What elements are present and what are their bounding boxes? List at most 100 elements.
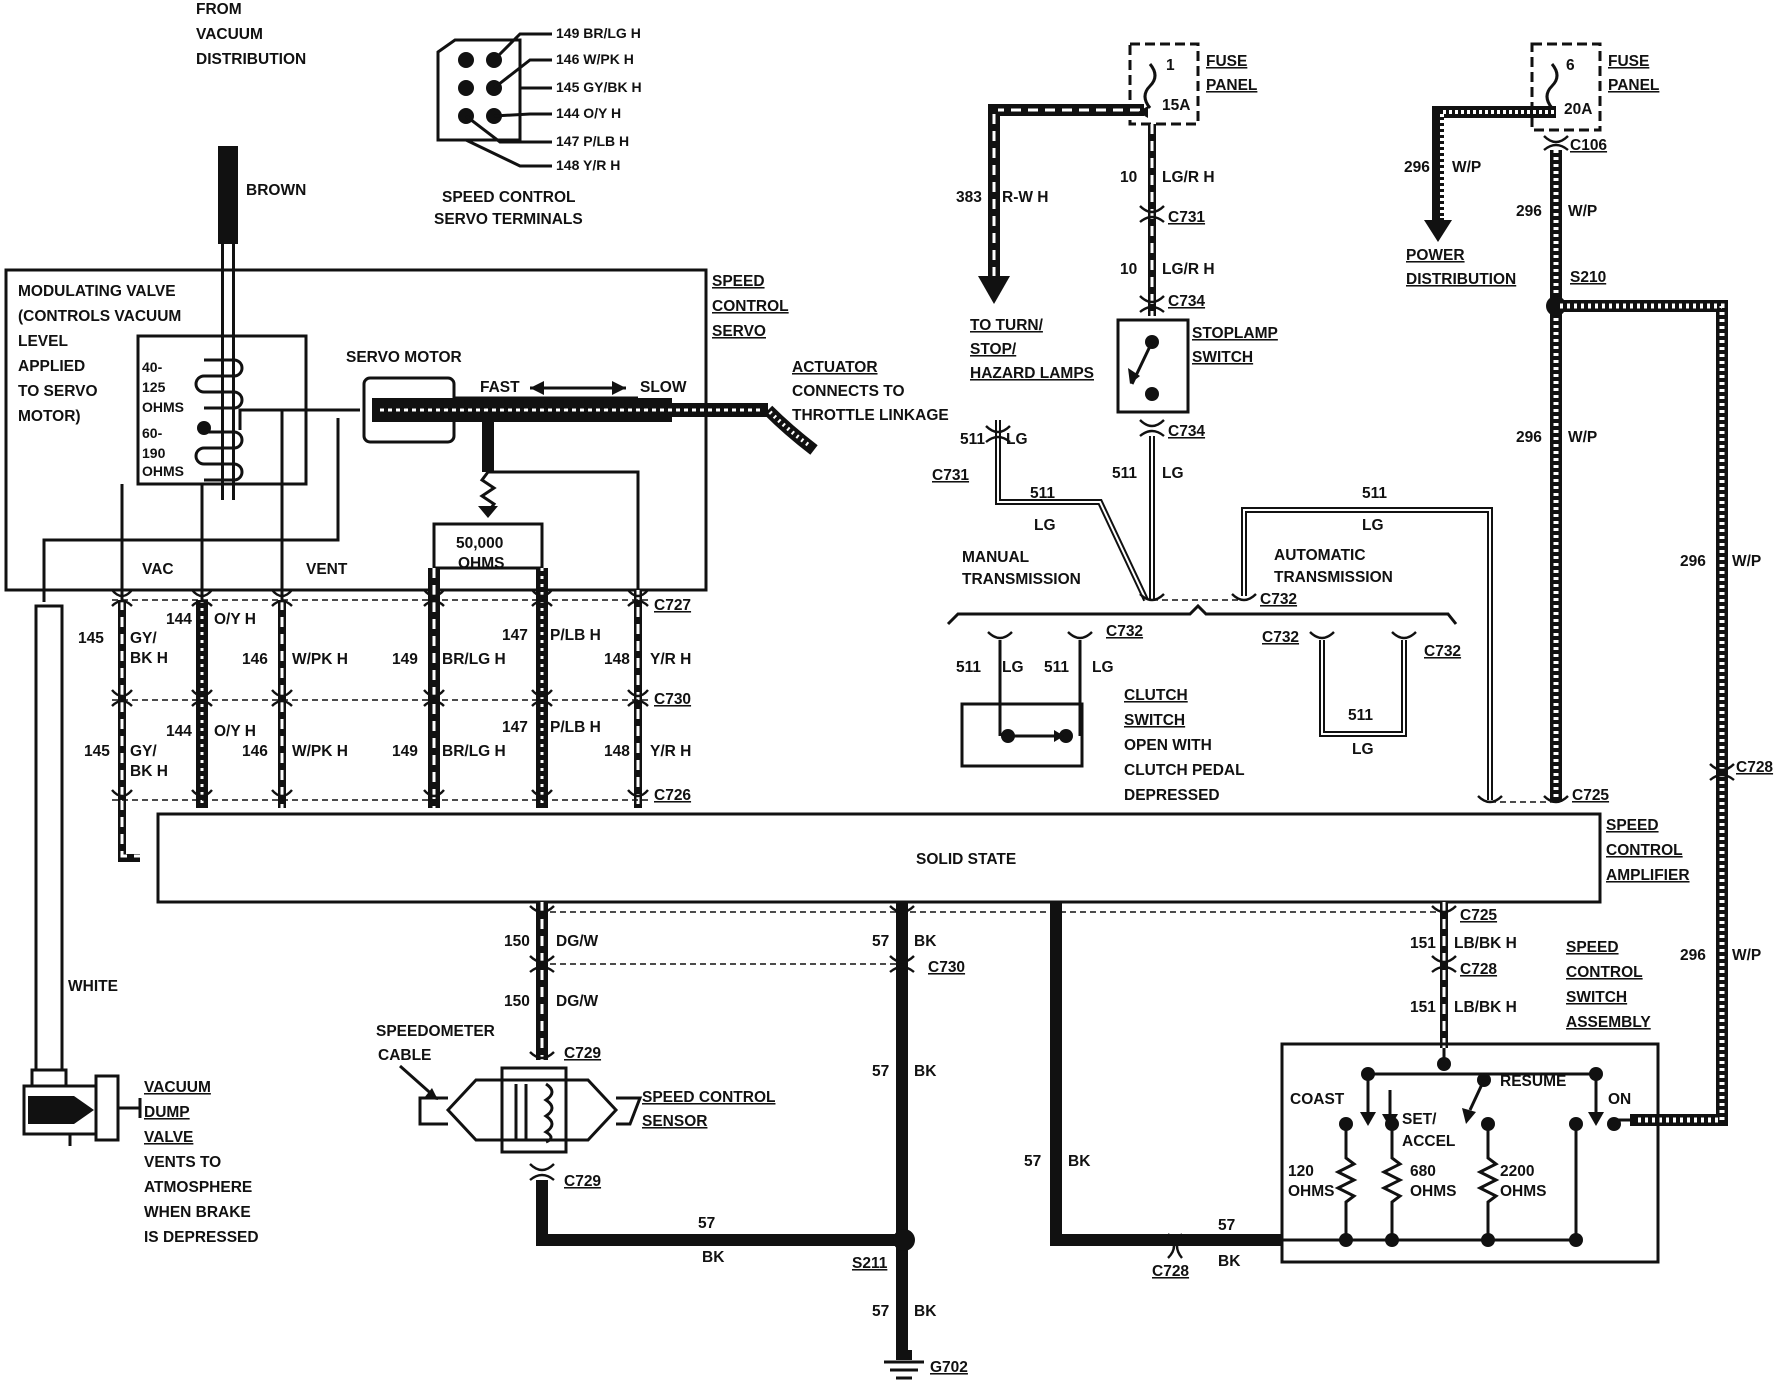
servo-terminals-connector: 149 BR/LG H 146 W/PK H 145 GY/BK H 144 O… — [434, 25, 642, 228]
svg-text:125: 125 — [142, 379, 166, 395]
svg-text:296: 296 — [1516, 429, 1542, 446]
svg-text:Y/R H: Y/R H — [650, 651, 691, 668]
svg-text:ASSEMBLY: ASSEMBLY — [1566, 1014, 1651, 1031]
svg-text:SWITCH: SWITCH — [1124, 712, 1185, 729]
svg-text:57: 57 — [872, 1063, 889, 1080]
svg-text:P/LB H: P/LB H — [550, 627, 601, 644]
svg-text:TRANSMISSION: TRANSMISSION — [1274, 569, 1393, 586]
svg-text:145: 145 — [78, 630, 104, 647]
svg-text:C728: C728 — [1152, 1263, 1189, 1280]
fuse-panel-1: 1 15A FUSE PANEL — [1128, 42, 1257, 126]
svg-text:148: 148 — [604, 651, 630, 668]
speed-control-amplifier: SOLID STATE SPEED CONTROL AMPLIFIER — [156, 812, 1690, 904]
svg-text:P/LB H: P/LB H — [550, 719, 601, 736]
svg-text:CONTROL: CONTROL — [712, 298, 789, 315]
svg-text:C731: C731 — [1168, 209, 1205, 226]
svg-text:VENTS TO: VENTS TO — [144, 1154, 221, 1171]
svg-text:SLOW: SLOW — [640, 379, 687, 396]
svg-text:SPEED: SPEED — [1566, 939, 1619, 956]
svg-text:MOTOR): MOTOR) — [18, 408, 81, 425]
svg-text:TO SERVO: TO SERVO — [18, 383, 98, 400]
svg-text:VENT: VENT — [306, 561, 348, 578]
svg-text:TRANSMISSION: TRANSMISSION — [962, 571, 1081, 588]
svg-text:LG: LG — [1002, 659, 1024, 676]
svg-text:145 GY/BK H: 145 GY/BK H — [556, 79, 642, 95]
svg-text:DG/W: DG/W — [556, 933, 599, 950]
svg-text:SOLID STATE: SOLID STATE — [916, 851, 1016, 868]
svg-text:511: 511 — [1348, 707, 1373, 724]
svg-text:C730: C730 — [928, 959, 965, 976]
svg-text:DG/W: DG/W — [556, 993, 599, 1010]
svg-text:151: 151 — [1410, 999, 1436, 1016]
svg-text:O/Y H: O/Y H — [214, 723, 256, 740]
svg-text:C106: C106 — [1570, 137, 1607, 154]
svg-text:LEVEL: LEVEL — [18, 333, 68, 350]
svg-text:C732: C732 — [1260, 591, 1297, 608]
svg-text:C732: C732 — [1106, 623, 1143, 640]
svg-text:LB/BK H: LB/BK H — [1454, 999, 1517, 1016]
svg-text:151: 151 — [1410, 935, 1436, 952]
svg-text:AUTOMATIC: AUTOMATIC — [1274, 547, 1366, 564]
svg-text:W/P: W/P — [1732, 947, 1761, 964]
svg-text:BR/LG H: BR/LG H — [442, 743, 506, 760]
svg-text:VACUUM: VACUUM — [196, 26, 263, 43]
svg-text:LG/R H: LG/R H — [1162, 261, 1215, 278]
svg-text:POWER: POWER — [1406, 247, 1465, 264]
svg-text:15A: 15A — [1162, 97, 1190, 114]
svg-text:ACCEL: ACCEL — [1402, 1133, 1455, 1150]
svg-text:296: 296 — [1516, 203, 1542, 220]
svg-text:GY/: GY/ — [130, 630, 157, 647]
svg-text:ON: ON — [1608, 1091, 1631, 1108]
svg-text:C731: C731 — [932, 467, 969, 484]
svg-text:VALVE: VALVE — [144, 1129, 193, 1146]
svg-text:ATMOSPHERE: ATMOSPHERE — [144, 1179, 252, 1196]
svg-text:STOPLAMP: STOPLAMP — [1192, 325, 1278, 342]
svg-text:147 P/LB H: 147 P/LB H — [556, 133, 629, 149]
svg-text:296: 296 — [1680, 553, 1706, 570]
svg-text:DEPRESSED: DEPRESSED — [1124, 787, 1220, 804]
svg-text:BR/LG H: BR/LG H — [442, 651, 506, 668]
svg-text:144: 144 — [166, 723, 192, 740]
svg-text:DISTRIBUTION: DISTRIBUTION — [196, 51, 306, 68]
svg-text:FUSE: FUSE — [1608, 53, 1649, 70]
svg-text:57: 57 — [872, 1303, 889, 1320]
svg-text:680: 680 — [1410, 1163, 1436, 1180]
svg-text:150: 150 — [504, 933, 530, 950]
svg-text:Y/R H: Y/R H — [650, 743, 691, 760]
svg-text:W/P: W/P — [1568, 429, 1597, 446]
svg-text:SWITCH: SWITCH — [1566, 989, 1627, 1006]
svg-text:W/P: W/P — [1568, 203, 1597, 220]
svg-text:SENSOR: SENSOR — [642, 1113, 707, 1130]
svg-text:20A: 20A — [1564, 101, 1592, 118]
svg-text:146: 146 — [242, 651, 268, 668]
svg-text:SPEED: SPEED — [712, 273, 765, 290]
vacuum-source-labels: FROM VACUUM DISTRIBUTION BROWN WHITE — [68, 1, 306, 995]
svg-text:BROWN: BROWN — [246, 182, 306, 199]
svg-text:LB/BK H: LB/BK H — [1454, 935, 1517, 952]
svg-text:GY/: GY/ — [130, 743, 157, 760]
vacuum-dump-valve: VACUUM DUMP VALVE VENTS TO ATMOSPHERE WH… — [22, 604, 259, 1246]
svg-text:RESUME: RESUME — [1500, 1073, 1566, 1090]
svg-text:C725: C725 — [1572, 787, 1609, 804]
svg-text:511: 511 — [1044, 659, 1069, 676]
svg-text:SET/: SET/ — [1402, 1111, 1437, 1128]
svg-text:OHMS: OHMS — [1500, 1183, 1547, 1200]
svg-text:BK: BK — [914, 1063, 937, 1080]
svg-text:C725: C725 — [1460, 907, 1497, 924]
svg-text:LG: LG — [1092, 659, 1114, 676]
brown-vacuum-hose — [218, 146, 238, 500]
svg-text:OHMS: OHMS — [1288, 1183, 1335, 1200]
svg-text:C732: C732 — [1424, 643, 1461, 660]
stoplamp-circuit: 383 R-W H TO TURN/ STOP/ HAZARD LAMPS 10… — [932, 104, 1493, 800]
svg-text:OHMS: OHMS — [1410, 1183, 1457, 1200]
svg-text:60-: 60- — [142, 425, 163, 441]
svg-text:DISTRIBUTION: DISTRIBUTION — [1406, 271, 1516, 288]
svg-text:S211: S211 — [852, 1255, 888, 1272]
svg-text:383: 383 — [956, 189, 982, 206]
svg-text:57: 57 — [1024, 1153, 1041, 1170]
svg-text:OPEN WITH: OPEN WITH — [1124, 737, 1212, 754]
svg-text:STOP/: STOP/ — [970, 341, 1017, 358]
svg-text:144 O/Y H: 144 O/Y H — [556, 105, 621, 121]
svg-text:R-W H: R-W H — [1002, 189, 1049, 206]
svg-text:IS DEPRESSED: IS DEPRESSED — [144, 1229, 259, 1246]
